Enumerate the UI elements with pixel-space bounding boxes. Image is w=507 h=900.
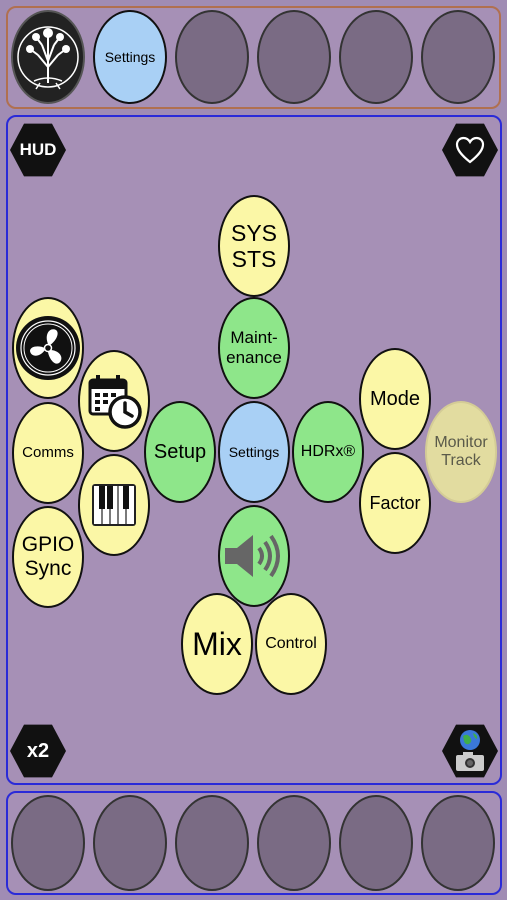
top-empty-slot[interactable] xyxy=(421,10,495,104)
comms-button[interactable]: Comms xyxy=(12,402,84,504)
heart-icon xyxy=(455,136,485,164)
hdrx-button[interactable]: HDRx® xyxy=(292,401,364,503)
fan-icon xyxy=(16,316,80,380)
volume-button[interactable] xyxy=(218,505,290,607)
top-empty-slot[interactable] xyxy=(257,10,331,104)
top-toolbar: Settings xyxy=(6,6,501,109)
top-settings-button[interactable]: Settings xyxy=(93,10,167,104)
bottom-toolbar xyxy=(6,791,502,895)
bottom-empty-slot[interactable] xyxy=(175,795,249,891)
zoom-button[interactable]: x2 xyxy=(10,724,66,778)
calendar-clock-icon xyxy=(88,375,142,429)
piano-keyboard-icon xyxy=(92,484,136,526)
maintenance-button[interactable]: Maint- enance xyxy=(218,297,290,399)
schedule-button[interactable] xyxy=(78,350,150,452)
gpio-sync-button[interactable]: GPIO Sync xyxy=(12,506,84,608)
monitor-track-button[interactable]: Monitor Track xyxy=(425,401,497,503)
globe-camera-icon xyxy=(456,730,484,771)
favorite-button[interactable] xyxy=(442,123,498,177)
setup-button[interactable]: Setup xyxy=(144,401,216,503)
bottom-empty-slot[interactable] xyxy=(257,795,331,891)
logo-button[interactable] xyxy=(11,10,85,104)
bottom-empty-slot[interactable] xyxy=(93,795,167,891)
top-empty-slot[interactable] xyxy=(175,10,249,104)
hud-button[interactable]: HUD xyxy=(10,123,66,177)
piano-button[interactable] xyxy=(78,454,150,556)
control-button[interactable]: Control xyxy=(255,593,327,695)
zoom-label: x2 xyxy=(26,739,50,762)
hud-label: HUD xyxy=(19,140,57,159)
bottom-empty-slot[interactable] xyxy=(11,795,85,891)
capture-button[interactable] xyxy=(442,724,498,778)
tree-logo-icon xyxy=(17,26,79,90)
bottom-empty-slot[interactable] xyxy=(421,795,495,891)
fan-button[interactable] xyxy=(12,297,84,399)
bottom-empty-slot[interactable] xyxy=(339,795,413,891)
mode-button[interactable]: Mode xyxy=(359,348,431,450)
mix-button[interactable]: Mix xyxy=(181,593,253,695)
speaker-volume-icon xyxy=(225,534,280,578)
sys-sts-button[interactable]: SYS STS xyxy=(218,195,290,297)
settings-button[interactable]: Settings xyxy=(218,401,290,503)
main-panel: HUD x2 SYS STS Maint- enance xyxy=(6,115,502,785)
top-empty-slot[interactable] xyxy=(339,10,413,104)
factor-button[interactable]: Factor xyxy=(359,452,431,554)
